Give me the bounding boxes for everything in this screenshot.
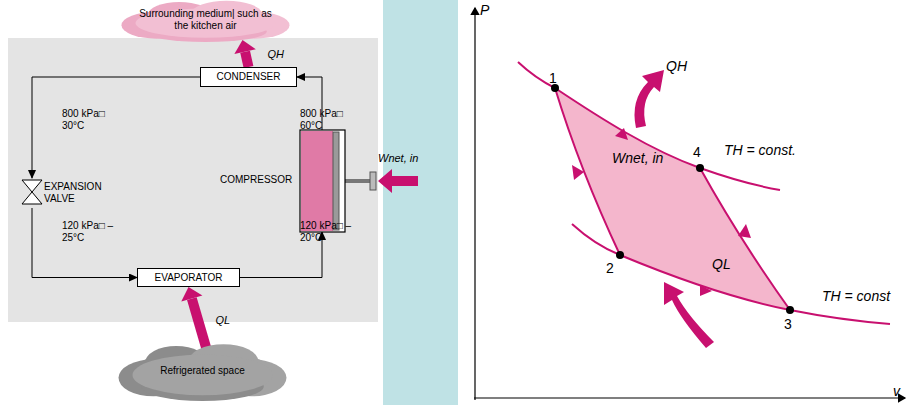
node-label: CONDENSER (201, 71, 296, 83)
state-number: 1 (549, 70, 557, 87)
state-label: 800 kPa□ 60°C (300, 108, 354, 132)
state-label: 120 kPa□ –20°C (300, 220, 356, 244)
state-number: 4 (693, 144, 701, 161)
refrigerant-line (32, 77, 200, 178)
node-label: COMPRESSOR (220, 174, 298, 186)
isotherm-label: TH = const. (724, 142, 796, 159)
node-label: Refrigerated space (135, 365, 270, 377)
state-label: 120 kPa□ –25°C (62, 220, 118, 244)
refrigerant-line (32, 208, 137, 278)
heat-label: QL (712, 256, 731, 273)
heat-label: QL (216, 314, 231, 326)
work-label: Wnet, in (612, 150, 663, 167)
condenser-box: CONDENSER (200, 67, 297, 87)
state-number: 2 (606, 260, 614, 277)
refrigerated-space-cloud: Refrigerated space (115, 343, 290, 401)
state-label: 800 kPa□ 30°C (62, 108, 116, 132)
axis-label: v (893, 383, 900, 400)
heat-sink-cloud: Surrounding medium| such as the kitchen … (118, 0, 293, 42)
compressor: COMPRESSOR (220, 130, 346, 232)
isotherm-label: TH = const (822, 288, 890, 305)
node-label: Surrounding medium| such as the kitchen … (138, 8, 273, 32)
state-number: 3 (784, 316, 792, 333)
work-label: Wnet, in (378, 152, 418, 165)
evaporator-box: EVAPORATOR (137, 268, 240, 287)
heat-flow-arrow (234, 40, 255, 68)
expansion-valve: EXPANSION VALVE (20, 178, 104, 208)
heat-label: QH (268, 48, 285, 60)
node-label: EVAPORATOR (138, 272, 239, 284)
node-label: EXPANSION VALVE (44, 181, 102, 205)
heat-flow-arrow (181, 287, 211, 350)
axis-label: P (480, 2, 489, 19)
heat-label: QH (666, 58, 687, 75)
